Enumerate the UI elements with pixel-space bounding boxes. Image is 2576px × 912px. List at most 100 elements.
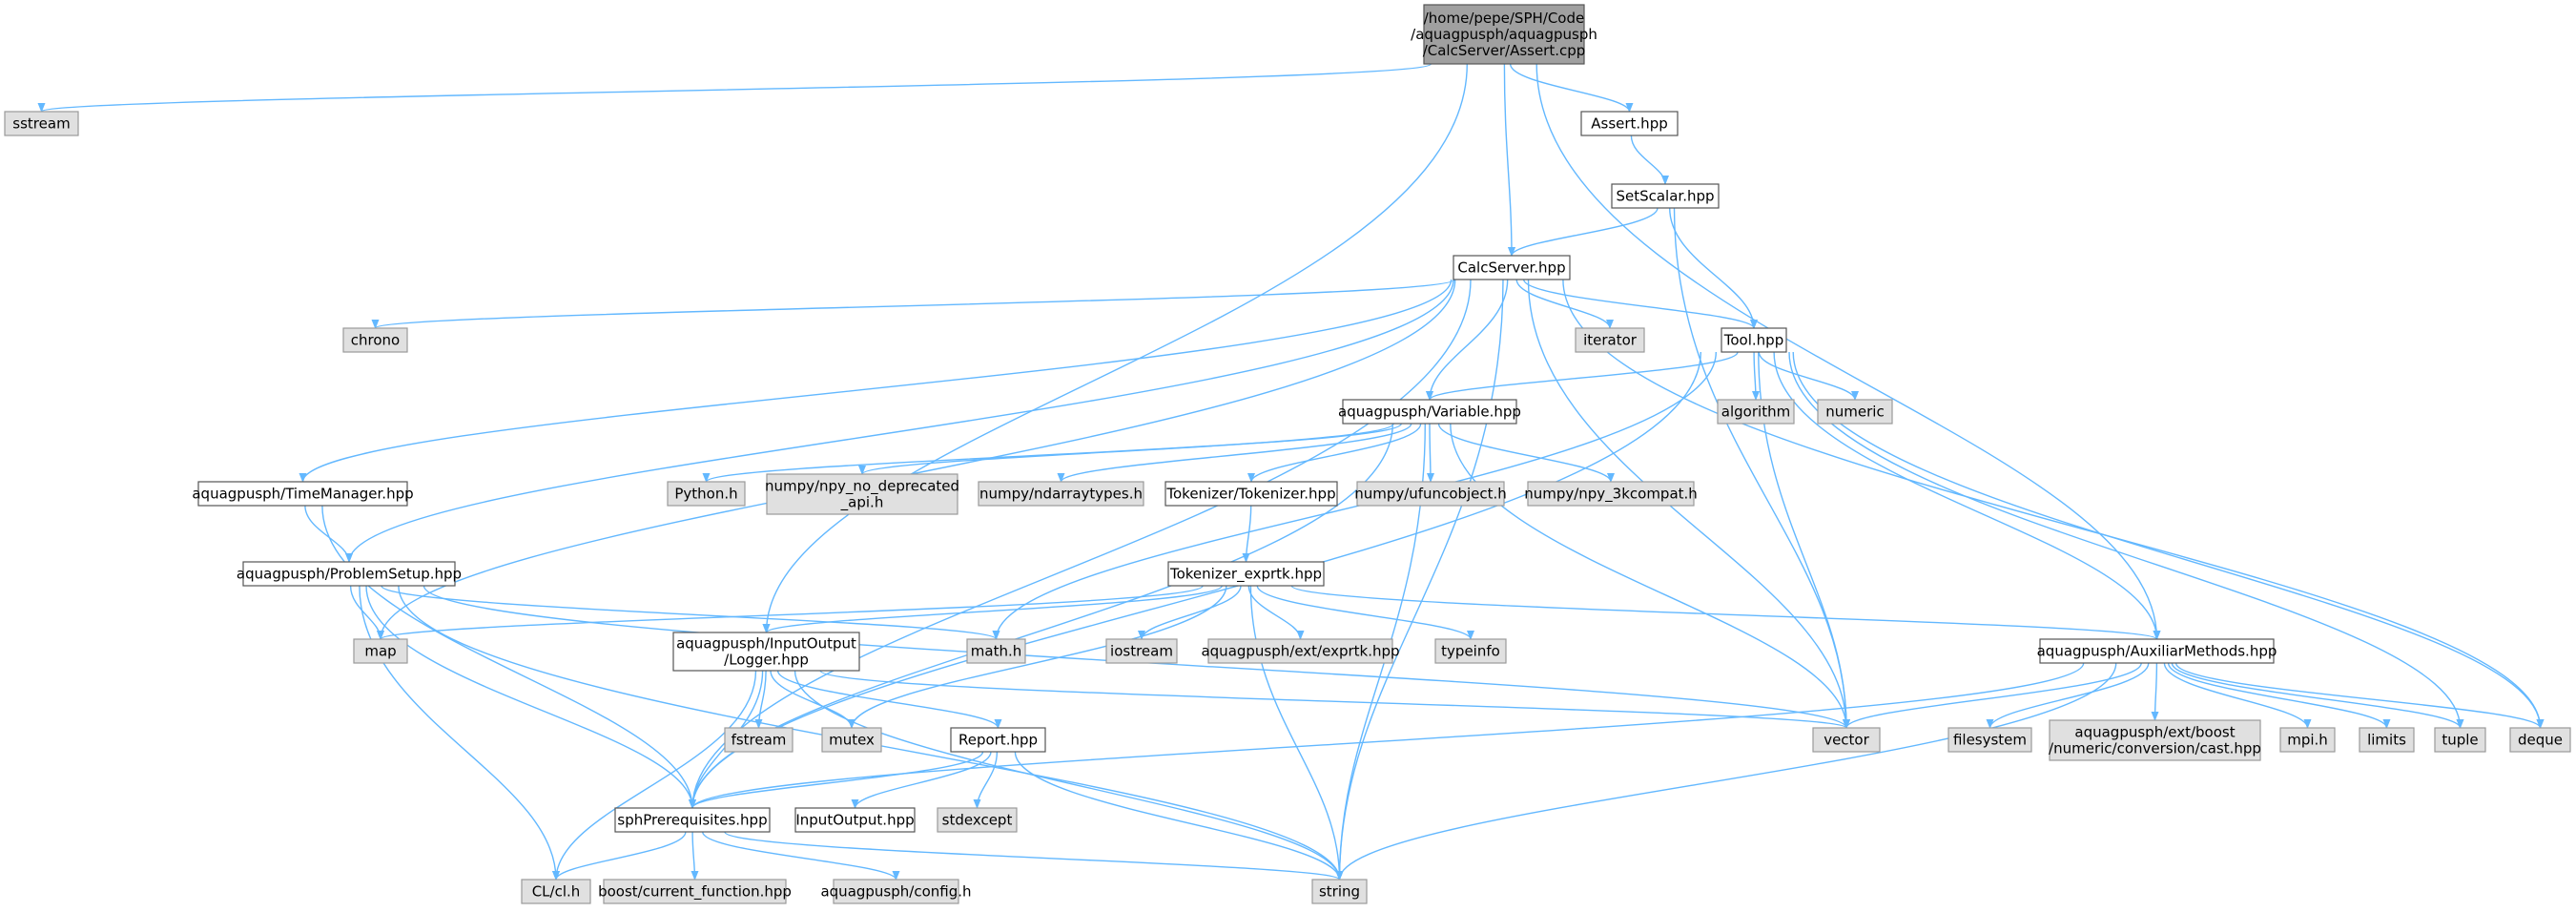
- node-deque[interactable]: deque: [2509, 727, 2571, 753]
- node-label: aquagpusph/Variable.hpp: [1338, 404, 1521, 421]
- edges-layer: [38, 63, 2545, 881]
- node-label: mpi.h: [2287, 732, 2328, 749]
- node-boost_cf[interactable]: boost/current_function.hpp: [598, 879, 792, 904]
- node-box: [353, 638, 408, 664]
- edge-tool-to-deque: [1792, 351, 2545, 729]
- node-exprtk[interactable]: aquagpusph/ext/exprtk.hpp: [1201, 638, 1400, 664]
- node-mpi[interactable]: mpi.h: [2279, 727, 2336, 753]
- node-label: string: [1319, 883, 1360, 901]
- edge-root-to-calcserver: [1503, 63, 1515, 257]
- node-iostream[interactable]: iostream: [1105, 638, 1178, 664]
- node-auxiliar[interactable]: aquagpusph/AuxiliarMethods.hpp: [2037, 638, 2277, 664]
- node-inputoutput[interactable]: InputOutput.hpp: [794, 807, 916, 833]
- node-tool[interactable]: Tool.hpp: [1721, 327, 1787, 353]
- node-box: [242, 561, 456, 587]
- node-label: Report.hpp: [958, 732, 1038, 749]
- edge-tok_exprtk-to-logger: [762, 585, 1223, 633]
- edge-root-to-auxiliar: [1535, 63, 2161, 640]
- node-label: aquagpusph/ext/boost: [2074, 724, 2235, 741]
- node-string[interactable]: string: [1311, 879, 1368, 904]
- node-variable[interactable]: aquagpusph/Variable.hpp: [1338, 399, 1521, 425]
- node-root[interactable]: /home/pepe/SPH/Code/aquagpusph/aquagpusp…: [1411, 4, 1597, 65]
- node-npy_3k[interactable]: numpy/npy_3kcompat.h: [1524, 481, 1698, 507]
- edge-root-to-logger: [762, 63, 1468, 633]
- node-fstream[interactable]: fstream: [724, 727, 793, 753]
- node-config[interactable]: aquagpusph/config.h: [820, 879, 972, 904]
- node-label: stdexcept: [942, 812, 1013, 829]
- node-label: /numeric/conversion/cast.hpp: [2049, 740, 2261, 757]
- node-vector[interactable]: vector: [1812, 727, 1881, 753]
- edge-sphprereq-to-boost_cf: [690, 831, 699, 881]
- node-label: /home/pepe/SPH/Code: [1424, 10, 1585, 27]
- edge-root-to-sstream: [38, 63, 1432, 113]
- edge-auxiliar-to-sphprereq: [689, 662, 2085, 809]
- edge-timemanager-to-sphprereq: [321, 505, 696, 809]
- node-calcserver[interactable]: CalcServer.hpp: [1453, 255, 1571, 280]
- edge-variable-to-ndarraytypes: [1057, 423, 1412, 483]
- node-label: numeric: [1825, 404, 1884, 421]
- node-timemanager[interactable]: aquagpusph/TimeManager.hpp: [192, 481, 414, 507]
- node-box: [603, 879, 787, 904]
- node-label: filesystem: [1953, 732, 2027, 749]
- node-ndarraytypes[interactable]: numpy/ndarraytypes.h: [978, 481, 1144, 507]
- edge-root-to-assert_hpp: [1509, 63, 1634, 113]
- node-chrono[interactable]: chrono: [342, 327, 408, 353]
- node-tuple[interactable]: tuple: [2434, 727, 2486, 753]
- node-limits[interactable]: limits: [2359, 727, 2415, 753]
- node-report[interactable]: Report.hpp: [950, 727, 1046, 753]
- edge-tok_exprtk-to-auxiliar: [1290, 585, 2161, 640]
- edge-tool-to-auxiliar: [1773, 351, 2161, 640]
- node-box: [821, 727, 882, 753]
- node-iterator[interactable]: iterator: [1575, 327, 1645, 353]
- node-label: numpy/npy_3kcompat.h: [1524, 486, 1698, 504]
- node-logger[interactable]: aquagpusph/InputOutput/Logger.hpp: [672, 632, 860, 672]
- node-tok_exprtk[interactable]: Tokenizer_exprtk.hpp: [1167, 561, 1325, 587]
- node-boost_cast[interactable]: aquagpusph/ext/boost/numeric/conversion/…: [2049, 719, 2261, 761]
- edge-auxiliar-to-vector: [1843, 662, 2142, 729]
- node-box: [1527, 481, 1695, 507]
- node-box: [2279, 727, 2336, 753]
- node-box: [1356, 481, 1505, 507]
- node-label: map: [364, 643, 396, 660]
- node-typeinfo[interactable]: typeinfo: [1434, 638, 1507, 664]
- edge-calcserver-to-vector: [1527, 279, 1850, 729]
- node-box: [937, 807, 1018, 833]
- node-label: Python.h: [674, 486, 737, 503]
- node-label: aquagpusph/ProblemSetup.hpp: [237, 566, 462, 583]
- edge-sphprereq-to-clh: [552, 831, 687, 881]
- node-npy_dep[interactable]: numpy/npy_no_deprecated_api.h: [765, 473, 959, 515]
- node-clh[interactable]: CL/cl.h: [521, 879, 591, 904]
- node-python[interactable]: Python.h: [667, 481, 746, 507]
- node-label: _api.h: [840, 494, 884, 512]
- node-mutex[interactable]: mutex: [821, 727, 882, 753]
- node-tokenizer[interactable]: Tokenizer/Tokenizer.hpp: [1164, 481, 1338, 507]
- edge-auxiliar-to-mpi: [2163, 662, 2312, 729]
- node-problemsetup[interactable]: aquagpusph/ProblemSetup.hpp: [237, 561, 462, 587]
- node-label: Tokenizer_exprtk.hpp: [1169, 566, 1322, 584]
- node-ufuncobject[interactable]: numpy/ufuncobject.h: [1354, 481, 1507, 507]
- node-assert_hpp[interactable]: Assert.hpp: [1580, 111, 1679, 136]
- node-box: [1575, 327, 1645, 353]
- node-setscalar[interactable]: SetScalar.hpp: [1611, 183, 1720, 209]
- node-sstream[interactable]: sstream: [4, 111, 79, 136]
- node-algorithm[interactable]: algorithm: [1717, 399, 1795, 425]
- node-sphprereq[interactable]: sphPrerequisites.hpp: [614, 807, 771, 833]
- node-stdexcept[interactable]: stdexcept: [937, 807, 1018, 833]
- node-label: aquagpusph/ext/exprtk.hpp: [1201, 643, 1399, 660]
- edge-problemsetup-to-sphprereq: [365, 585, 696, 809]
- node-numeric[interactable]: numeric: [1817, 399, 1893, 425]
- node-math[interactable]: math.h: [966, 638, 1026, 664]
- edge-tok_exprtk-to-mutex: [848, 585, 1227, 729]
- node-box: [950, 727, 1046, 753]
- edge-auxiliar-to-deque: [2174, 662, 2545, 729]
- node-box: [521, 879, 591, 904]
- node-label: mutex: [829, 732, 875, 749]
- edge-tok_exprtk-to-exprtk: [1247, 585, 1305, 640]
- node-filesystem[interactable]: filesystem: [1947, 727, 2032, 753]
- node-label: Tokenizer/Tokenizer.hpp: [1165, 486, 1335, 503]
- node-label: typeinfo: [1441, 643, 1500, 660]
- node-label: algorithm: [1721, 404, 1790, 421]
- node-map[interactable]: map: [353, 638, 408, 664]
- edge-variable-to-npy_3k: [1437, 423, 1615, 483]
- edge-calcserver-to-iterator: [1515, 279, 1614, 329]
